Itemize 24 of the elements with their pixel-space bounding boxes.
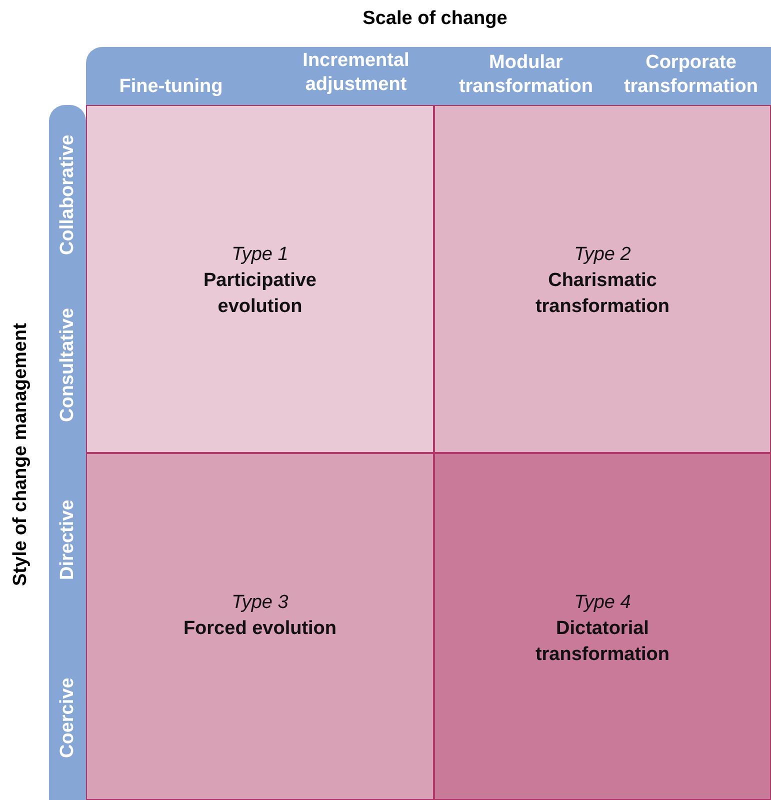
column-label: Modular transformation (458, 51, 594, 99)
quadrant-title: Participative evolution (202, 269, 318, 319)
type-label: Type 4 (573, 591, 632, 615)
quadrant-title: Forced evolution (182, 617, 338, 641)
axis-title: Scale of change (362, 8, 508, 30)
quadrant-cell (434, 453, 771, 800)
column-label: Incremental adjustment (302, 49, 410, 97)
quadrant-title: Charismatic transformation (534, 269, 671, 319)
row-label: Collaborative (57, 134, 79, 258)
type-label: Type 3 (230, 591, 290, 615)
quadrant-cell (434, 105, 771, 453)
quadrant-cell (86, 105, 434, 453)
type-label: Type 2 (573, 243, 632, 267)
type-label: Type 1 (230, 243, 290, 267)
axis-title: Style of change management (10, 322, 32, 588)
quadrant-title: Dictatorial transformation (534, 617, 671, 667)
side-band (49, 105, 86, 800)
quadrant-cell (86, 453, 434, 800)
column-label: Corporate transformation (622, 51, 760, 99)
row-label: Consultative (57, 306, 79, 424)
header-band (86, 47, 771, 105)
row-label: Coercive (57, 676, 79, 760)
row-label: Directive (57, 498, 79, 582)
column-label: Fine-tuning (118, 75, 224, 99)
